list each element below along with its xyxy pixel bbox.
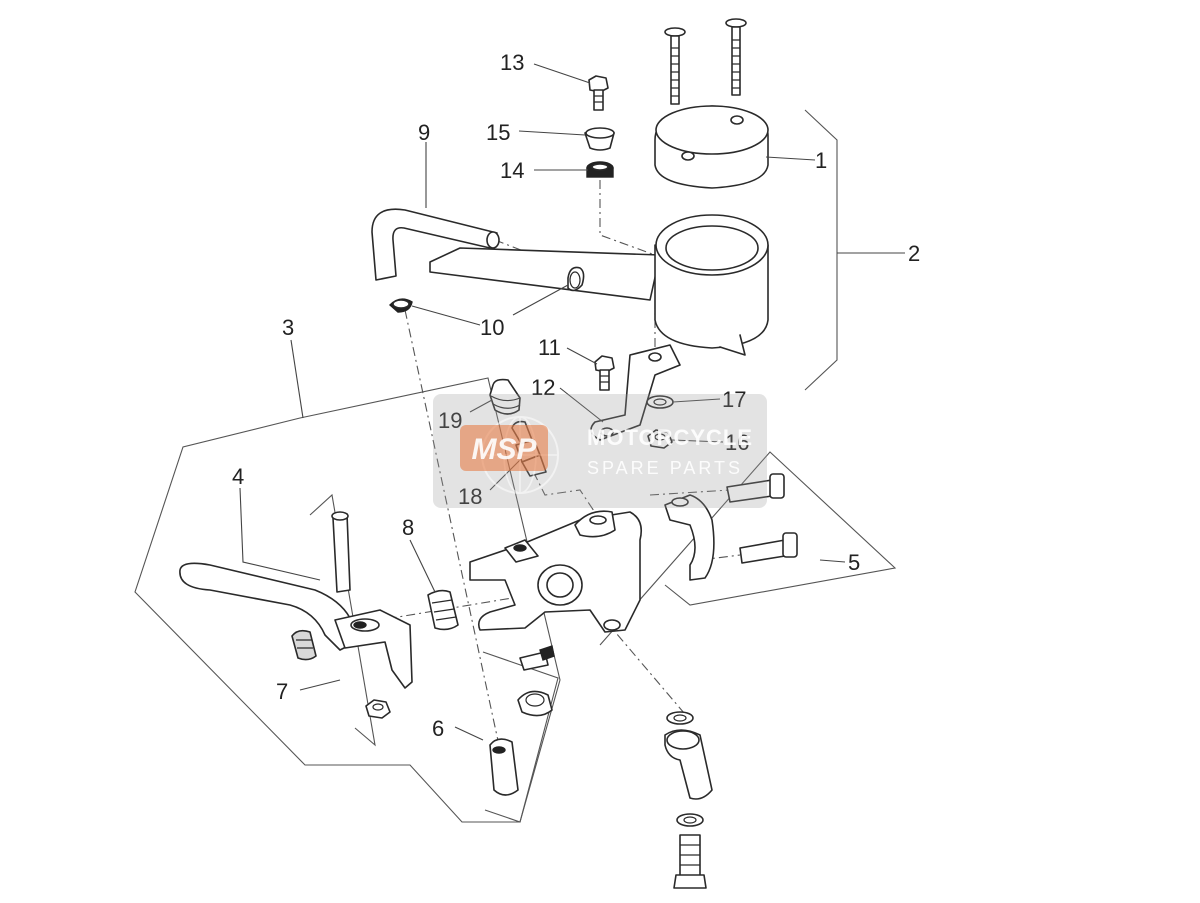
- callout-13: 13: [500, 50, 524, 75]
- callout-11: 11: [538, 335, 561, 360]
- bracket-group-3: [134, 377, 561, 823]
- bracket-group-5: [599, 451, 897, 646]
- banjo-fitting: [664, 729, 713, 800]
- clamp-pin: [726, 473, 785, 503]
- callout-19: 19: [438, 408, 462, 433]
- leader-4: [239, 487, 321, 581]
- reservoir-body: [429, 214, 769, 356]
- axis-union: [404, 309, 501, 751]
- callout-9: 9: [418, 120, 430, 145]
- bracket-12: [590, 344, 681, 441]
- watermark-line1: MOTORCYCLE: [587, 425, 753, 450]
- watermark-logo-box: [460, 425, 548, 471]
- adjuster-knob: [291, 629, 317, 661]
- callout-12: 12: [531, 375, 555, 400]
- axis-pins: [649, 489, 731, 496]
- leader-16: [671, 439, 724, 443]
- leader-5: [819, 559, 846, 563]
- clamp-10b: [388, 298, 413, 313]
- master-cylinder-body: [469, 510, 643, 633]
- bracket-group-2: [804, 109, 838, 391]
- bolt-13: [588, 75, 609, 111]
- nut-16: [647, 429, 673, 449]
- banjo-bolt: [673, 834, 707, 889]
- handlebar-clamp-5: [664, 494, 715, 581]
- callout-16: 16: [725, 430, 749, 455]
- leader-1: [765, 156, 816, 161]
- banjo-washer-2: [676, 813, 704, 827]
- lever-pivot-pin: [331, 511, 351, 593]
- leader-13: [533, 63, 591, 84]
- leader-19: [469, 399, 493, 413]
- callout-8: 8: [402, 515, 414, 540]
- long-screw: [664, 27, 686, 105]
- leader-15: [518, 130, 586, 136]
- leader-17: [672, 398, 721, 403]
- leader-6: [454, 726, 484, 741]
- watermark-logo: MSP: [471, 433, 537, 466]
- callout-3: 3: [282, 315, 294, 340]
- callout-15: 15: [486, 120, 510, 145]
- clamp-pin: [739, 532, 798, 564]
- callout-10: 10: [480, 315, 504, 340]
- hose-9: [371, 208, 500, 281]
- leader-10a: [512, 284, 569, 316]
- union-washer: [517, 690, 553, 717]
- clamp-10: [567, 266, 585, 292]
- leader-7: [299, 679, 341, 691]
- leader-10b: [411, 305, 481, 326]
- bolt-11: [594, 355, 615, 391]
- long-screw: [725, 18, 747, 96]
- axis-banjo: [604, 619, 691, 721]
- leader-11: [566, 347, 598, 365]
- callout-6: 6: [432, 716, 444, 741]
- callout-18: 18: [458, 484, 482, 509]
- axis-lever: [349, 594, 531, 626]
- callout-5: 5: [848, 550, 860, 575]
- grommet-14: [586, 161, 614, 178]
- axis-reservoir: [599, 180, 656, 256]
- banjo-washer: [666, 711, 694, 725]
- reservoir-cap: [654, 105, 769, 189]
- washer-17: [646, 395, 674, 409]
- washer-15: [584, 127, 615, 151]
- brake-lever-4: [179, 562, 413, 689]
- dust-cap-19: [489, 378, 521, 415]
- bracket-group-6: [482, 651, 559, 823]
- callout-14: 14: [500, 158, 524, 183]
- nut-7: [365, 699, 391, 719]
- callout-7: 7: [276, 679, 288, 704]
- leader-12: [559, 387, 604, 423]
- leader-3: [290, 339, 304, 419]
- union-6: [489, 738, 519, 796]
- callout-2: 2: [908, 241, 920, 266]
- leader-8: [409, 539, 436, 593]
- callout-17: 17: [722, 387, 746, 412]
- brake-light-switch: [519, 645, 555, 671]
- watermark: MSP MOTORCYCLE SPARE PARTS: [433, 394, 767, 508]
- watermark-line2: SPARE PARTS: [587, 458, 743, 478]
- dust-boot-8: [427, 589, 459, 631]
- callout-4: 4: [232, 464, 244, 489]
- callout-1: 1: [815, 148, 827, 173]
